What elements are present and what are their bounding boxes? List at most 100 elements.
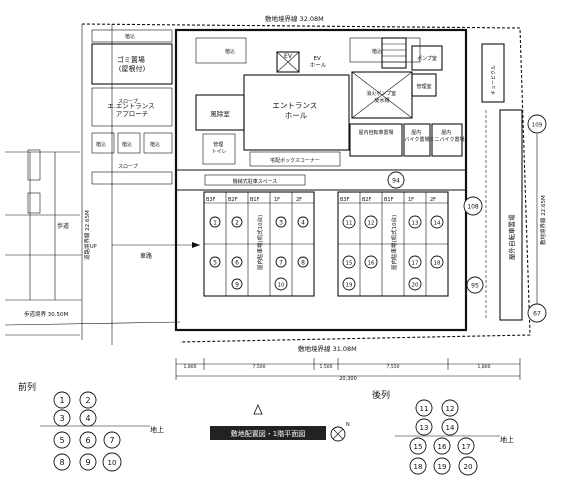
management-label: 管理室 (416, 83, 431, 90)
planting-label-1: 植込 (125, 33, 135, 40)
planting-label-3: 植込 (122, 141, 132, 148)
front-row-label: 前列 (18, 381, 36, 393)
cubicle (481, 43, 505, 103)
e-approach-area (91, 87, 173, 127)
back-20: 20 (464, 463, 473, 471)
site-boundary (81, 23, 531, 345)
mail-corner (249, 151, 341, 167)
front-3: 3 (59, 414, 64, 423)
span-4: 7,550 (387, 364, 400, 370)
indoor-bike-label-1: 屋内自転車置場 (358, 129, 393, 136)
front-row-legend: 1 2 3 4 5 6 7 8 9 10 (53, 391, 122, 472)
bottom-boundary-label: 敷地境界線 31.08M (298, 344, 357, 353)
plan-num-2: 2 (235, 220, 239, 227)
floor-tag-b2f-r: B2F (362, 197, 372, 203)
street-area (4, 149, 200, 336)
right-boundary-label: 敷地境界線 22.65M (539, 195, 547, 245)
parking-right-label: 屋内駐車場(机式10台) (390, 215, 398, 270)
indoor-bike2-line-2: バイク置場 (405, 136, 430, 143)
marker-94: 94 (392, 178, 400, 185)
back-13: 13 (420, 424, 429, 432)
planting-label-5: 植込 (225, 48, 235, 55)
ev-label: EV (284, 53, 293, 60)
front-10: 10 (108, 459, 117, 467)
floor-tag-2f-l: 2F (296, 197, 302, 203)
planting-label-4: 植込 (150, 141, 160, 148)
fire-pump-label: 消火ポンプ室 受水槽 (366, 90, 397, 104)
mechanical-parking-header (204, 174, 306, 186)
plan-num-19: 19 (346, 283, 353, 289)
span-3: 1,500 (320, 364, 333, 370)
indoor-bike-room-3 (431, 123, 463, 157)
floor-tag-b1f-r: B1F (384, 197, 394, 203)
management-room (411, 73, 437, 97)
toilet-line-2: トイレ (211, 149, 226, 155)
plan-num-17: 17 (412, 261, 419, 267)
front-6: 6 (85, 436, 90, 445)
plan-numbers-right: 11 12 13 14 15 16 17 18 19 20 (342, 215, 444, 291)
parking-grid-left (203, 191, 315, 297)
left-boundary-label: 道路境界線 22.65M (83, 210, 91, 260)
parking-left-label: 屋内駐車場(机式10台) (256, 215, 264, 270)
entrance-hall (243, 74, 350, 151)
plan-num-8: 8 (301, 260, 305, 267)
marker-95: 95 (471, 283, 479, 290)
back-ground-label: 地上 (500, 435, 514, 444)
fire-pump-line-1: 消火ポンプ室 (366, 90, 396, 97)
floor-tag-1f-r: 1F (408, 197, 414, 203)
plan-num-6: 6 (235, 260, 239, 267)
ev-hall-label: EV ホール (310, 56, 327, 69)
plan-num-5: 5 (213, 260, 217, 267)
e-approach-label: エ.エントランス アプローチ (107, 102, 157, 118)
plan-num-16: 16 (368, 261, 375, 267)
building-outline (174, 28, 468, 332)
plan-num-3: 3 (279, 220, 283, 227)
sidewalk-label: 歩道 (57, 222, 69, 230)
marker-67: 67 (533, 311, 541, 318)
pump-room (411, 45, 443, 71)
north-arrow-icon: N (330, 422, 350, 442)
plan-num-4: 4 (301, 220, 305, 227)
indoor-bike3-line-1: 屋内 (441, 129, 451, 136)
management-toilet (202, 133, 236, 165)
back-row-legend: 11 12 13 14 15 16 17 18 19 20 (409, 399, 478, 476)
floor-tags-left: B3F B2F B1F 1F 2F (206, 197, 302, 203)
plan-num-7: 7 (279, 260, 283, 267)
floor-tag-1f-l: 1F (274, 197, 280, 203)
drawing-title: 敷地配置図・1階平面図 (231, 429, 305, 438)
back-14: 14 (446, 424, 455, 432)
mechanical-parking-label: 機械式駐車スペース (233, 178, 277, 185)
slope-label-1: スロープ (118, 99, 138, 105)
front-9: 9 (85, 458, 90, 467)
garbage-line-2: (屋根付) (119, 64, 146, 73)
floor-tags-right: B3F B2F B1F 1F 2F (340, 197, 436, 203)
e-approach-line-1: エ.エントランス (107, 102, 154, 110)
section-marker-icon (253, 404, 263, 415)
entrance-hall-label: エントランス ホール (272, 101, 319, 120)
garbage-room-label: ゴミ置場 (屋根付) (117, 55, 147, 73)
dimension-line (175, 358, 521, 380)
entrance-hall-line-1: エントランス (272, 101, 317, 110)
outdoor-bike-label: 屋外自転車置場 (507, 214, 516, 260)
garbage-room (91, 43, 173, 85)
marker-108: 108 (467, 204, 479, 211)
toilet-line-1: 管理 (213, 141, 223, 148)
floor-tag-b1f-l: B1F (250, 197, 260, 203)
indoor-bike2-line-1: 屋内 (411, 129, 421, 136)
back-row-label: 後列 (372, 389, 390, 401)
ev-hall-line-2: ホール (310, 62, 327, 69)
floor-tag-b3f-l: B3F (206, 197, 216, 203)
plan-num-18: 18 (434, 261, 441, 267)
setback-label: 歩道境界 30.50M (24, 310, 68, 318)
parking-grid-right (337, 191, 449, 297)
back-19: 19 (438, 463, 447, 471)
indoor-bike-label-3: 屋内 ミニバイク置場 (430, 129, 465, 143)
toilet-label: 管理 トイレ (211, 141, 226, 155)
indoor-bike-room-1 (349, 123, 403, 157)
back-11: 11 (420, 405, 429, 413)
indoor-bike-label-2: 屋内 バイク置場 (405, 129, 430, 143)
car-path-label: 車路 (140, 252, 152, 260)
windbreak-label: 風除室 (210, 109, 230, 118)
front-8: 8 (59, 458, 64, 467)
floor-tag-2f-r: 2F (430, 197, 436, 203)
